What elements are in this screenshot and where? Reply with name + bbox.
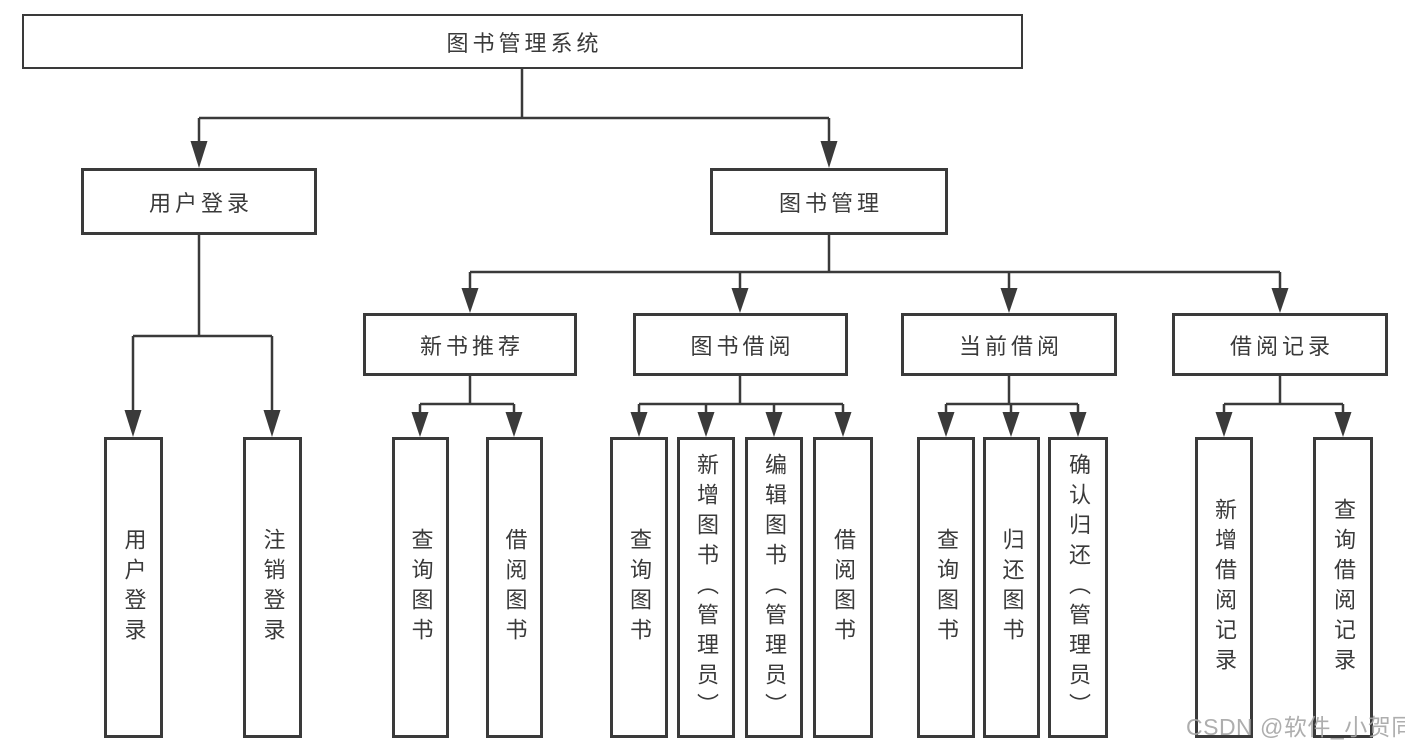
node-current-borrowing: 当前借阅 bbox=[901, 313, 1117, 376]
leaf-query-books-current: 查询图书 bbox=[917, 437, 975, 738]
leaf-return-book: 归还图书 bbox=[983, 437, 1040, 738]
connector-newbook-to-leaves bbox=[418, 376, 516, 412]
node-library-management-system: 图书管理系统 bbox=[22, 14, 1023, 69]
leaf-edit-book-admin: 编辑图书（管理员） bbox=[745, 437, 803, 738]
connector-current-to-leaves bbox=[944, 376, 1080, 412]
connector-userlogin-to-leaves bbox=[131, 234, 274, 410]
leaf-user-login: 用户登录 bbox=[104, 437, 163, 738]
leaf-borrow-books-recommend: 借阅图书 bbox=[486, 437, 543, 738]
leaf-query-books-borrowing: 查询图书 bbox=[610, 437, 668, 738]
node-borrowing-records: 借阅记录 bbox=[1172, 313, 1388, 376]
connector-bookmgmt-to-level3 bbox=[468, 234, 1282, 288]
node-user-login: 用户登录 bbox=[81, 168, 317, 235]
arrowheads bbox=[124, 141, 1352, 437]
leaf-confirm-return-admin: 确认归还（管理员） bbox=[1048, 437, 1108, 738]
node-book-borrowing: 图书借阅 bbox=[633, 313, 848, 376]
node-book-management: 图书管理 bbox=[710, 168, 948, 235]
leaf-query-books-recommend: 查询图书 bbox=[392, 437, 449, 738]
leaf-logout: 注销登录 bbox=[243, 437, 302, 738]
connector-root-to-level2 bbox=[197, 67, 831, 141]
leaf-borrow-books-borrowing: 借阅图书 bbox=[813, 437, 873, 738]
leaf-query-borrow-record: 查询借阅记录 bbox=[1313, 437, 1373, 738]
leaf-add-book-admin: 新增图书（管理员） bbox=[677, 437, 735, 738]
csdn-watermark: CSDN @软件_小贺同学 bbox=[1186, 714, 1405, 740]
leaf-add-borrow-record: 新增借阅记录 bbox=[1195, 437, 1253, 738]
node-new-book-recommendation: 新书推荐 bbox=[363, 313, 577, 376]
connector-borrowing-to-leaves bbox=[637, 376, 845, 412]
connector-records-to-leaves bbox=[1222, 376, 1345, 412]
